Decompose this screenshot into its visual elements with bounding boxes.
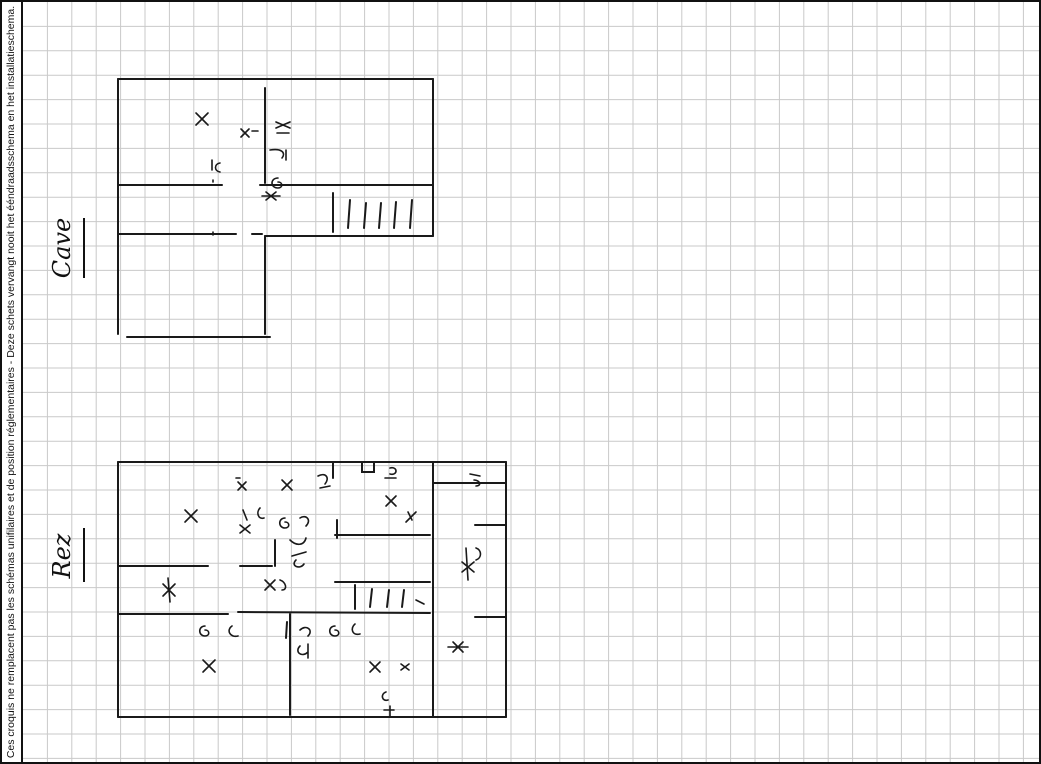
- cave-title: Cave: [48, 218, 85, 278]
- svg-text:Rez: Rez: [48, 533, 76, 579]
- rez-title: Rez: [48, 528, 85, 582]
- svg-text:Cave: Cave: [48, 218, 76, 278]
- graph-paper-grid: [23, 2, 1039, 762]
- rez-plan: [117, 461, 507, 718]
- rez-annotations: [162, 466, 482, 717]
- cave-annotations: [195, 112, 291, 236]
- cave-plan: [117, 78, 434, 338]
- disclaimer-separator: [21, 0, 23, 764]
